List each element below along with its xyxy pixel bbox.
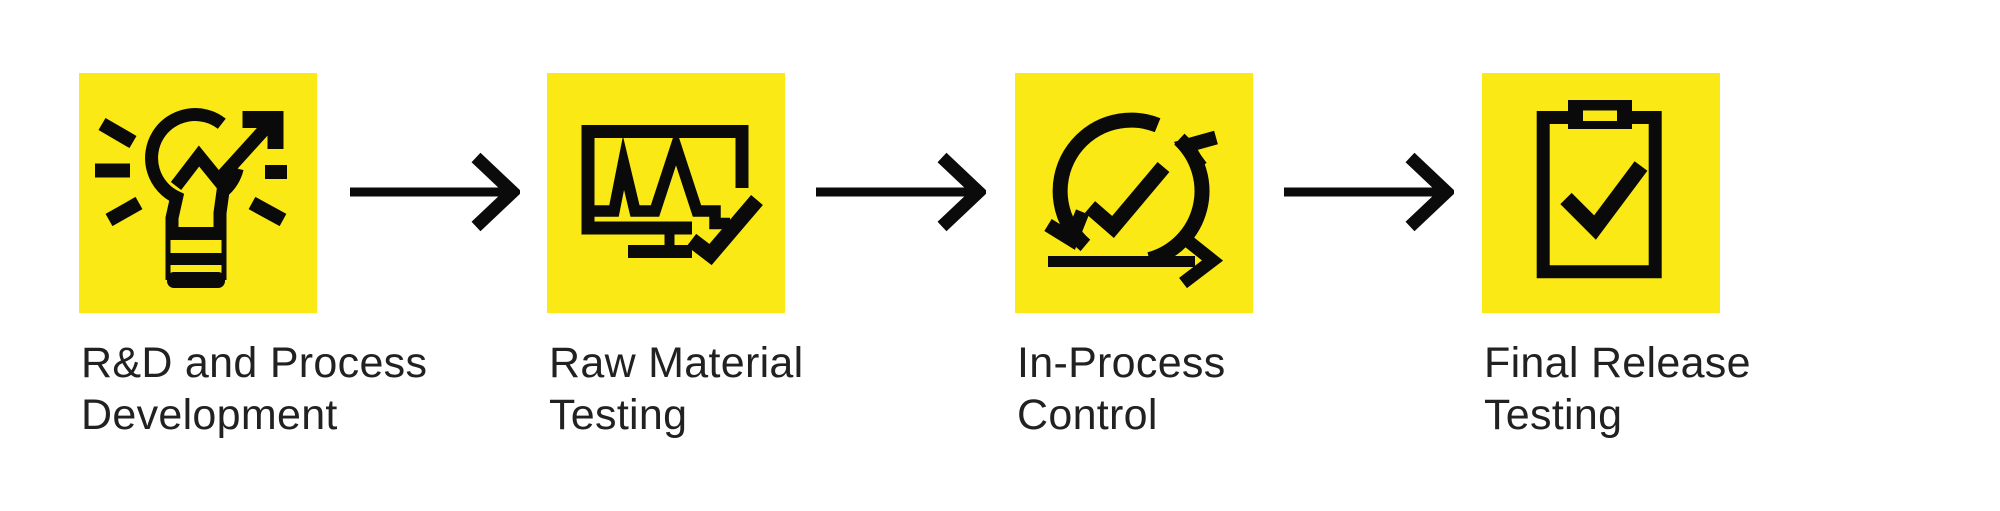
step-tile: [1482, 73, 1720, 313]
step-tile: [547, 73, 785, 313]
light-rays-shape: [95, 117, 287, 227]
step-label: In-Process Control: [1017, 337, 1253, 441]
step-tile: [1015, 73, 1253, 313]
step-tile: [79, 73, 317, 313]
baseline-arrow-shape: [1048, 231, 1224, 289]
step-label: R&D and Process Development: [81, 337, 428, 441]
step-in-process-control: In-Process Control: [1015, 73, 1253, 441]
step-raw-material-testing: Raw Material Testing: [547, 73, 804, 441]
step-label-line2: Testing: [549, 391, 688, 439]
trend-arrow-shape: [170, 111, 284, 190]
step-label-line1: In-Process: [1017, 339, 1226, 387]
clipboard-check-icon: [1536, 100, 1662, 279]
step-rnd-process-development: R&D and Process Development: [79, 73, 428, 441]
loop-arrows-shape: [1044, 112, 1218, 267]
step-label: Final Release Testing: [1484, 337, 1751, 441]
step-label-line2: Development: [81, 391, 338, 439]
checkmark-shape: [686, 194, 763, 266]
step-label-line1: R&D and Process: [81, 339, 428, 387]
checkmark-shape: [1084, 162, 1170, 239]
clipboard-shape: [1536, 100, 1662, 279]
iteration-check-icon: [1044, 112, 1224, 289]
step-label-line1: Raw Material: [549, 339, 804, 387]
flow-arrow-icon: [350, 152, 520, 232]
flow-arrow-icon: [816, 152, 986, 232]
lightbulb-shape: [145, 108, 244, 288]
flow-arrow-icon: [1284, 152, 1454, 232]
lightbulb-growth-icon: [95, 108, 287, 288]
step-label-line1: Final Release: [1484, 339, 1751, 387]
step-label-line2: Control: [1017, 391, 1158, 439]
step-label-line2: Testing: [1484, 391, 1623, 439]
checkmark-shape: [1560, 161, 1648, 240]
monitor-waveform-check-icon: [581, 125, 763, 266]
monitor-shape: [581, 125, 749, 258]
waveform-shape: [588, 128, 730, 230]
step-label: Raw Material Testing: [549, 337, 804, 441]
step-final-release-testing: Final Release Testing: [1482, 73, 1751, 441]
